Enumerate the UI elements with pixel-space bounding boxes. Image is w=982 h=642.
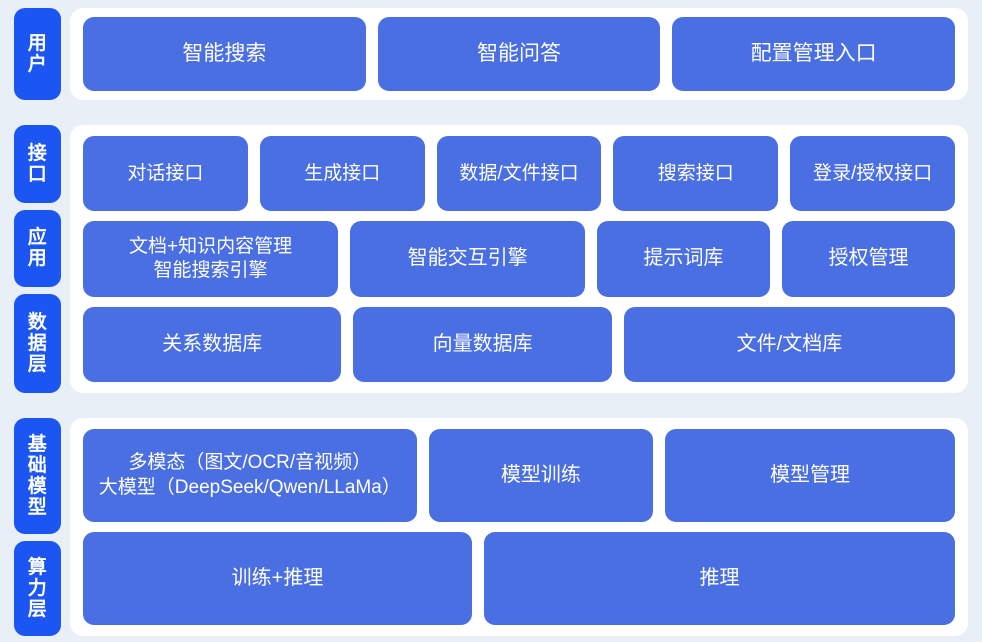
rail-tab-application[interactable]: 应用 bbox=[14, 209, 61, 288]
box-search-api[interactable]: 搜索接口 bbox=[613, 136, 779, 212]
row-user-entries: 智能搜索 智能问答 配置管理入口 bbox=[83, 17, 956, 91]
rail-infrastructure: 基础模型 算力层 bbox=[14, 418, 61, 637]
section-infrastructure-layer: 基础模型 算力层 多模态（图文/OCR/音视频） 大模型（DeepSeek/Qw… bbox=[14, 418, 968, 637]
box-inference[interactable]: 推理 bbox=[483, 532, 955, 625]
box-config-management-entry[interactable]: 配置管理入口 bbox=[672, 17, 956, 91]
panel-infrastructure: 多模态（图文/OCR/音视频） 大模型（DeepSeek/Qwen/LLaMa）… bbox=[70, 418, 968, 636]
rail-tab-interface[interactable]: 接口 bbox=[14, 125, 61, 203]
panel-platform: 对话接口 生成接口 数据/文件接口 搜索接口 登录/授权接口 文档+知识内容管理… bbox=[70, 125, 968, 393]
box-file-document-store[interactable]: 文件/文档库 bbox=[623, 306, 955, 382]
rail-tab-compute-layer-label: 算力层 bbox=[27, 556, 48, 621]
rail-tab-data[interactable]: 数据层 bbox=[14, 294, 61, 393]
box-multimodal-large-model[interactable]: 多模态（图文/OCR/音视频） 大模型（DeepSeek/Qwen/LLaMa） bbox=[83, 429, 417, 522]
box-training-and-inference[interactable]: 训练+推理 bbox=[83, 532, 472, 625]
rail-tab-data-label: 数据层 bbox=[27, 311, 48, 376]
rail-platform: 接口 应用 数据层 bbox=[14, 125, 61, 393]
rail-tab-user-label: 用户 bbox=[27, 32, 48, 75]
box-relational-database[interactable]: 关系数据库 bbox=[83, 306, 342, 382]
row-interface: 对话接口 生成接口 数据/文件接口 搜索接口 登录/授权接口 bbox=[83, 136, 955, 212]
box-smart-search[interactable]: 智能搜索 bbox=[83, 17, 366, 91]
box-document-knowledge-management[interactable]: 文档+知识内容管理 智能搜索引擎 bbox=[83, 221, 339, 297]
box-generation-api[interactable]: 生成接口 bbox=[259, 136, 425, 212]
panel-user: 智能搜索 智能问答 配置管理入口 bbox=[70, 8, 968, 100]
box-smart-qa[interactable]: 智能问答 bbox=[377, 17, 661, 91]
rail-user: 用户 bbox=[14, 8, 61, 100]
box-vector-database[interactable]: 向量数据库 bbox=[353, 306, 612, 382]
box-model-management[interactable]: 模型管理 bbox=[665, 429, 956, 522]
box-data-file-api[interactable]: 数据/文件接口 bbox=[436, 136, 602, 212]
box-dialog-api[interactable]: 对话接口 bbox=[83, 136, 248, 212]
section-user-layer: 用户 智能搜索 智能问答 配置管理入口 bbox=[14, 8, 968, 100]
row-foundation-model: 多模态（图文/OCR/音视频） 大模型（DeepSeek/Qwen/LLaMa）… bbox=[83, 429, 956, 522]
box-smart-interaction-engine[interactable]: 智能交互引擎 bbox=[350, 221, 586, 297]
box-prompt-library[interactable]: 提示词库 bbox=[597, 221, 771, 297]
rail-tab-interface-label: 接口 bbox=[27, 142, 48, 185]
row-application: 文档+知识内容管理 智能搜索引擎 智能交互引擎 提示词库 授权管理 bbox=[83, 221, 955, 297]
box-authorization-management[interactable]: 授权管理 bbox=[782, 221, 955, 297]
rail-tab-compute-layer[interactable]: 算力层 bbox=[14, 541, 61, 637]
rail-tab-application-label: 应用 bbox=[27, 227, 48, 270]
rail-tab-user[interactable]: 用户 bbox=[14, 8, 61, 100]
row-data-layer: 关系数据库 向量数据库 文件/文档库 bbox=[83, 306, 955, 382]
row-compute-layer: 训练+推理 推理 bbox=[83, 532, 955, 625]
box-model-training[interactable]: 模型训练 bbox=[428, 429, 654, 522]
rail-tab-foundation-model[interactable]: 基础模型 bbox=[14, 418, 61, 535]
rail-tab-foundation-model-label: 基础模型 bbox=[27, 433, 48, 519]
box-login-auth-api[interactable]: 登录/授权接口 bbox=[790, 136, 955, 212]
section-platform-layer: 接口 应用 数据层 对话接口 生成接口 数据/文件接口 搜索接口 登录/授权接口… bbox=[14, 125, 968, 393]
